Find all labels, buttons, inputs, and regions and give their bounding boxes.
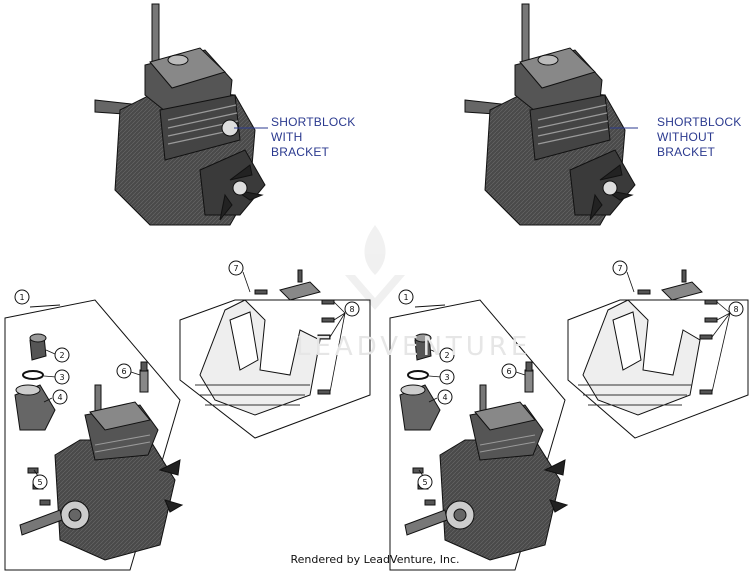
panel-bracket-7-right bbox=[567, 299, 749, 439]
part-number-1: 1 bbox=[403, 293, 408, 302]
watermark-text: LEADVENTURE bbox=[296, 332, 532, 362]
callout-line: WITH bbox=[271, 130, 303, 144]
part-number-8: 8 bbox=[733, 305, 738, 314]
part-number-1: 1 bbox=[19, 293, 24, 302]
part-number-5: 5 bbox=[37, 478, 42, 487]
part-number-2: 2 bbox=[59, 351, 64, 360]
bracket-parts-left bbox=[195, 269, 335, 416]
footer-credit: Rendered by LeadVenture, Inc. bbox=[290, 553, 460, 566]
part-number-5: 5 bbox=[422, 478, 427, 487]
kit-1-parts-right bbox=[399, 333, 569, 561]
panel-bracket-7-left bbox=[179, 299, 371, 439]
callout-line: SHORTBLOCK bbox=[271, 115, 356, 129]
bracket-parts-right bbox=[578, 269, 718, 416]
part-number-8: 8 bbox=[349, 305, 354, 314]
callout-line: BRACKET bbox=[657, 145, 716, 159]
callout-line: WITHOUT bbox=[657, 130, 715, 144]
part-number-3: 3 bbox=[444, 373, 449, 382]
callout-shortblock-without-bracket: SHORTBLOCK WITHOUT BRACKET bbox=[657, 115, 741, 160]
engine-shortblock-without-bracket bbox=[464, 3, 638, 226]
part-number-3: 3 bbox=[59, 373, 64, 382]
callout-shortblock-with-bracket: SHORTBLOCK WITH BRACKET bbox=[271, 115, 355, 160]
part-number-7: 7 bbox=[617, 264, 622, 273]
part-number-4: 4 bbox=[442, 393, 447, 402]
engine-shortblock-with-bracket bbox=[94, 3, 268, 226]
kit-1-parts-left bbox=[14, 333, 184, 561]
part-number-7: 7 bbox=[233, 264, 238, 273]
part-number-2: 2 bbox=[444, 351, 449, 360]
leader-lines bbox=[33, 271, 731, 477]
watermark-logo bbox=[345, 225, 405, 310]
callout-line: SHORTBLOCK bbox=[657, 115, 742, 129]
callout-bubbles bbox=[14, 260, 744, 490]
part-number-6: 6 bbox=[506, 367, 511, 376]
part-number-6: 6 bbox=[121, 367, 126, 376]
part-number-4: 4 bbox=[57, 393, 62, 402]
callout-line: BRACKET bbox=[271, 145, 330, 159]
callout-numbers: 1 2 3 4 5 6 7 8 1 2 3 4 5 6 7 8 bbox=[19, 264, 738, 487]
